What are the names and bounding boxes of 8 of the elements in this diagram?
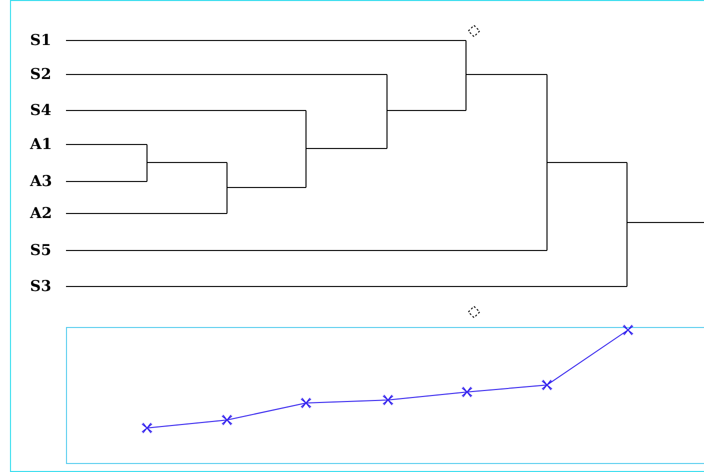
leaf-label: A2 bbox=[30, 204, 52, 222]
leaf-label: S1 bbox=[30, 31, 52, 49]
leaf-label: S2 bbox=[30, 65, 52, 83]
leaf-label: A3 bbox=[30, 172, 52, 190]
leaf-label: S3 bbox=[30, 277, 52, 295]
leaf-label: S4 bbox=[30, 101, 52, 119]
leaf-label: A1 bbox=[30, 135, 52, 153]
leaf-label: S5 bbox=[30, 241, 52, 259]
